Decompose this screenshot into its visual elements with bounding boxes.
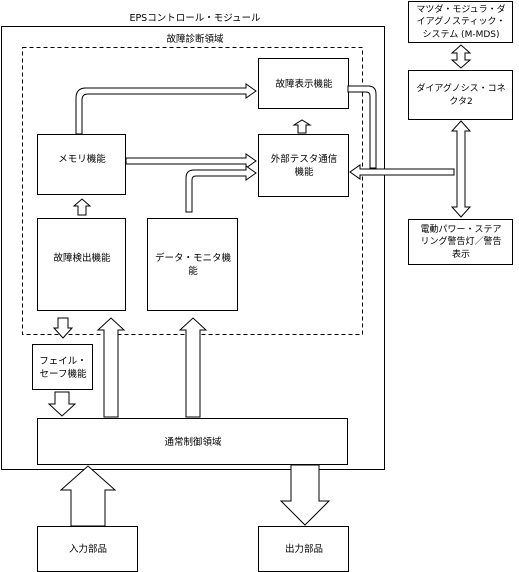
eps-warning-label: 電動パワー・ステア リング警告灯／警告 表示 [420,224,502,260]
failsafe-label: フェイル・ セーフ機能 [39,355,87,380]
dlc2-warning-double-arrow [450,120,472,218]
data-monitor-label: データ・モニタ機 能 [154,253,231,277]
display-to-bus-arrow [347,85,377,169]
memory-label: メモリ機能 [58,153,106,165]
memory-box [37,134,126,195]
data-monitor-box [147,218,238,311]
bus-to-tester-arrow [349,164,455,180]
memory-to-tester-arrow [125,153,257,169]
mazda-mds-label: マツダ・モジュラ・ダ イアグノスティック・ システム (M-MDS) [416,4,506,40]
ecu-title: EPSコントロール・モジュール [129,13,261,24]
failsafe-box [32,344,93,390]
output-parts-label: 出力部品 [284,544,323,555]
normal-control-label: 通常制御領域 [164,436,222,448]
control-to-output-arrow [279,464,331,526]
dlc2-box [408,70,513,120]
input-parts-label: 入力部品 [68,544,107,555]
fault-detect-label: 故障検出機能 [53,252,111,264]
eps-warning-box [408,219,513,265]
output-parts-box [258,526,349,572]
control-to-monitor-arrow [178,317,208,418]
control-to-detect-arrow [96,317,126,418]
dlc2-label: ダイアグノシス・コネ クタ2 [416,83,506,107]
fault-detect-box [37,218,126,311]
normal-control-box [37,418,348,465]
mazda-mds-box [408,1,513,43]
diag-area-title: 故障診断領域 [166,34,224,45]
input-to-control-arrow [59,465,117,527]
tester-to-display-arrow [292,119,312,134]
diagnosis-area-box [22,47,363,335]
input-parts-box [37,526,138,572]
detect-to-memory-arrow [72,198,92,216]
fault-display-label: 故障表示機能 [275,78,333,90]
external-tester-box [258,134,349,197]
external-tester-label: 外部テスタ通信 機能 [270,154,338,178]
detect-to-failsafe-arrow [52,317,74,339]
mds-dlc2-double-arrow [450,44,472,69]
fault-display-box [258,58,349,109]
memory-to-display-arrow [75,83,257,135]
failsafe-to-control-arrow [47,391,77,417]
monitor-to-tester-arrow [185,165,257,213]
